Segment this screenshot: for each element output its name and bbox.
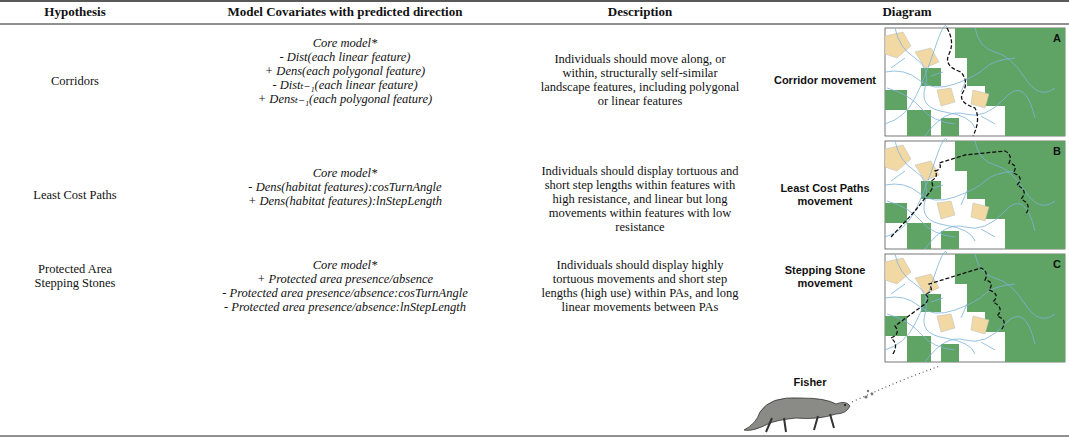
description-text: Individuals should display highly tortuo… [540,258,740,314]
hypothesis-name: Least Cost Paths [0,188,150,202]
covariate-line: - Distₜ₋₁(each linear feature) [155,78,535,92]
covariate-line: - Protected area presence/absence:cosTur… [155,286,535,300]
map-a [885,26,1065,137]
covariate-line: Core model* [155,36,535,50]
map-c [885,252,1065,363]
covariate-line: - Dist(each linear feature) [155,50,535,64]
diagram-label: Corridor movement [765,74,885,87]
panel-letter: C [1050,257,1064,271]
panel-letter: A [1050,31,1064,45]
covariate-line: Core model* [155,258,535,272]
covariate-line: + Densₜ₋₁(each polygonal feature) [155,92,535,106]
hypothesis-name: Protected Area Stepping Stones [20,262,130,290]
hypothesis-name: Corridors [0,74,150,88]
column-header: Description [535,5,745,19]
fisher-illustration [744,366,940,432]
map-b [885,139,1065,250]
covariate-line: + Dens(habitat features):lnStepLength [155,194,535,208]
panel-letter: B [1050,144,1064,158]
column-header: Hypothesis [0,5,150,19]
illustration-label: Fisher [780,376,840,389]
description-text: Individuals should move along, or within… [540,52,740,108]
description-text: Individuals should display tortuous and … [540,164,740,234]
covariate-line: - Protected area presence/absence:lnStep… [155,300,535,314]
diagram-label: Least Cost Paths movement [765,182,885,208]
covariate-line: + Dens(each polygonal feature) [155,64,535,78]
covariate-line: - Dens(habitat features):cosTurnAngle [155,180,535,194]
diagram-label: Stepping Stone movement [765,264,885,290]
covariate-line: + Protected area presence/absence [155,272,535,286]
covariate-line: Core model* [155,166,535,180]
column-header: Diagram [745,5,1069,19]
column-header: Model Covariates with predicted directio… [155,5,535,19]
